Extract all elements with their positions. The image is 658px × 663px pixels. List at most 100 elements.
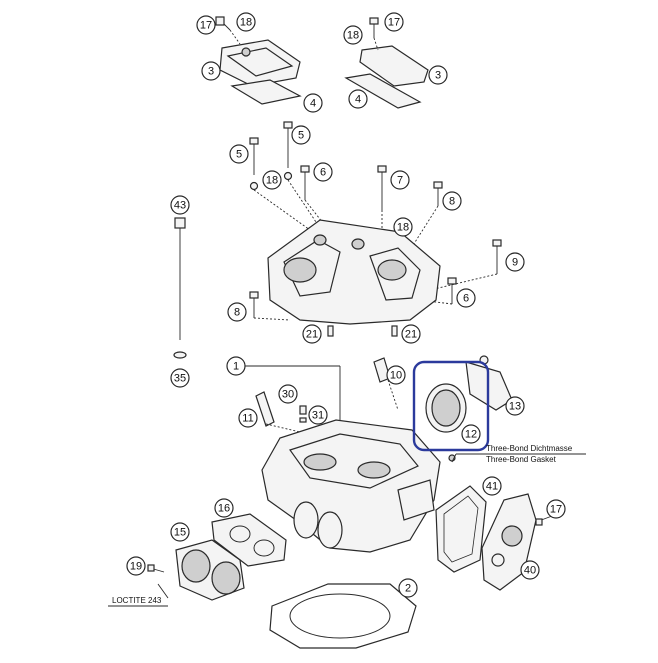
callout-number: 41	[486, 481, 498, 493]
callout-number: 17	[200, 20, 212, 32]
callout-c8b: 8	[227, 302, 247, 322]
callout-circle	[170, 195, 190, 215]
callout-circle	[126, 556, 146, 576]
callout-circle	[442, 191, 462, 211]
cam-carrier	[267, 219, 441, 337]
highlight-box	[412, 360, 490, 452]
callout-circle	[343, 25, 363, 45]
screw-19	[147, 564, 165, 573]
callout-number: 4	[355, 94, 361, 106]
flange-gasket	[211, 513, 287, 567]
valve-cover-left	[219, 39, 302, 105]
threebond-note-de: Three-Bond Dichtmasse	[486, 444, 573, 453]
callout-number: 4	[310, 98, 316, 110]
callout-c19: 19	[126, 556, 146, 576]
valve-guides	[255, 357, 391, 427]
callout-number: 6	[463, 293, 469, 305]
callout-number: 19	[130, 561, 142, 573]
callout-c10: 10	[386, 365, 406, 385]
callout-number: 3	[208, 66, 214, 78]
callout-c5b: 5	[291, 125, 311, 145]
callout-number: 9	[512, 257, 518, 269]
callout-c15: 15	[170, 522, 190, 542]
callout-c41: 41	[482, 476, 502, 496]
callout-number: 10	[390, 370, 402, 382]
callout-c30: 30	[278, 384, 298, 404]
callout-number: 5	[298, 130, 304, 142]
callout-circle	[482, 476, 502, 496]
callout-number: 40	[524, 565, 536, 577]
callout-circle	[393, 217, 413, 237]
callout-circle	[303, 93, 323, 113]
callout-c18d: 18	[393, 217, 413, 237]
callout-c31: 31	[308, 405, 328, 425]
callout-number: 18	[240, 17, 252, 29]
callout-c43: 43	[170, 195, 190, 215]
callout-c8a: 8	[442, 191, 462, 211]
callout-circle	[214, 498, 234, 518]
callout-c16: 16	[214, 498, 234, 518]
callout-circle	[386, 365, 406, 385]
callout-number: 8	[449, 196, 455, 208]
callout-circle	[461, 424, 481, 444]
callout-c12: 12	[461, 424, 481, 444]
callout-circle	[262, 170, 282, 190]
callout-circle	[505, 252, 525, 272]
threebond-note-en: Three-Bond Gasket	[486, 455, 557, 464]
callout-number: 15	[174, 527, 186, 539]
callout-circle	[302, 324, 322, 344]
callout-c18b: 18	[343, 25, 363, 45]
long-stud	[173, 217, 187, 359]
callout-circle	[308, 405, 328, 425]
callout-circle	[313, 162, 333, 182]
callout-c18c: 18	[262, 170, 282, 190]
callout-number: 17	[388, 17, 400, 29]
callout-c17b: 17	[384, 12, 404, 32]
callout-circle	[227, 302, 247, 322]
callout-circle	[170, 522, 190, 542]
callout-c40: 40	[520, 560, 540, 580]
callout-number: 18	[397, 222, 409, 234]
callout-c1: 1	[226, 356, 246, 376]
callout-c6b: 6	[456, 288, 476, 308]
callout-circle	[390, 170, 410, 190]
callout-circle	[196, 15, 216, 35]
callout-number: 11	[242, 413, 253, 425]
callout-circle	[229, 144, 249, 164]
callout-number: 7	[397, 175, 403, 187]
callout-number: 18	[347, 30, 359, 42]
callout-circle	[348, 89, 368, 109]
callout-c21b: 21	[401, 324, 421, 344]
callout-number: 1	[233, 361, 239, 373]
callout-number: 5	[236, 149, 242, 161]
callout-circle	[456, 288, 476, 308]
callout-circle	[201, 61, 221, 81]
callout-number: 35	[174, 373, 186, 385]
cover-bolt-17c	[535, 515, 553, 526]
callout-circle	[401, 324, 421, 344]
callout-circle	[291, 125, 311, 145]
head-bolts	[249, 121, 502, 318]
callout-c7: 7	[390, 170, 410, 190]
callout-number: 2	[405, 583, 411, 595]
callout-circle	[226, 356, 246, 376]
callout-c13: 13	[505, 396, 525, 416]
callout-c17c: 17	[546, 499, 566, 519]
callout-circle	[428, 65, 448, 85]
loctite-note: LOCTITE 243	[112, 596, 162, 605]
callout-c11: 11	[238, 408, 258, 428]
callout-number: 13	[509, 401, 521, 413]
callout-circle	[236, 12, 256, 32]
callout-c3b: 3	[428, 65, 448, 85]
callout-number: 6	[320, 167, 326, 179]
callout-number: 12	[465, 429, 477, 441]
callout-c2: 2	[398, 578, 418, 598]
callout-c4a: 4	[303, 93, 323, 113]
callout-c6a: 6	[313, 162, 333, 182]
callout-number: 17	[550, 504, 562, 516]
callout-number: 16	[218, 503, 230, 515]
callout-number: 30	[282, 389, 294, 401]
